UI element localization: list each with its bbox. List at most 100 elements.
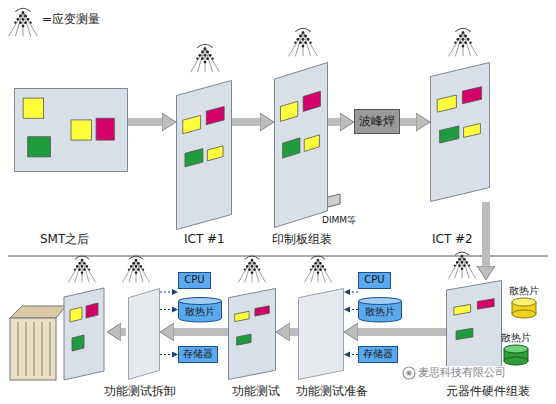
server-rack xyxy=(34,322,35,376)
board-outline xyxy=(299,289,344,380)
heat-sink: 散热片 xyxy=(178,297,222,322)
stage-label: ICT #2 xyxy=(432,232,473,246)
flow-arrow xyxy=(121,332,126,333)
heat-sink-cylinder xyxy=(504,357,528,365)
flow-arrow xyxy=(174,328,228,336)
pcb-board: ICT #1 xyxy=(176,80,232,230)
pcb-board: 功能测试 xyxy=(228,288,276,380)
strain-gauge-icon xyxy=(9,8,478,282)
box-label: 波峰焊 xyxy=(359,114,395,129)
stage-label: 功能测试拆卸 xyxy=(104,384,176,398)
pcb-board-shape xyxy=(274,62,328,228)
strain-gauge-icon xyxy=(238,256,265,282)
test-panel: 功能测试拆卸 xyxy=(128,288,160,380)
part-label: DIMM等 xyxy=(322,215,356,226)
pcb-board-shape xyxy=(14,88,128,172)
watermark: 麦思科技有限公司 xyxy=(418,366,506,379)
pcb-board: 印制板组装 xyxy=(274,62,328,228)
pcb-board: SMT之后 xyxy=(14,88,128,172)
stage-label: 元器件硬件组装 xyxy=(446,384,530,398)
strain-gauge-icon xyxy=(68,256,95,282)
divider-line xyxy=(8,256,548,257)
finished-board xyxy=(64,288,104,380)
legend-text: =应变测量 xyxy=(42,12,100,26)
box-label: CPU xyxy=(364,274,384,287)
heat-sink: 散热片 xyxy=(358,297,402,322)
chip xyxy=(255,306,269,316)
board-outline xyxy=(177,81,232,230)
part-label: 散热片 xyxy=(501,332,531,344)
finished-board xyxy=(70,307,82,322)
watermark-logo xyxy=(403,367,415,379)
part-label: 散热片 xyxy=(509,285,539,297)
box-label: CPU xyxy=(184,274,204,287)
board-outline xyxy=(275,63,328,228)
component-box: CPU xyxy=(358,272,391,289)
server-rack xyxy=(26,322,27,376)
strain-gauge-icon xyxy=(122,256,149,282)
pcb-board-shape xyxy=(430,62,490,202)
board-outline xyxy=(15,89,128,172)
chip xyxy=(462,87,481,104)
component-box: CPU xyxy=(178,272,211,289)
assembly-arrow xyxy=(350,309,358,310)
stage-label: 功能测试 xyxy=(232,384,280,398)
box-label: 散热片 xyxy=(185,306,215,319)
chip xyxy=(304,135,319,152)
chip xyxy=(206,106,224,124)
strain-gauge-icon xyxy=(9,8,38,36)
component-box: 存储器 xyxy=(178,346,218,363)
board-outline xyxy=(129,289,160,380)
finished-board xyxy=(64,288,104,380)
chip xyxy=(280,101,297,121)
flow-arrow xyxy=(328,118,340,126)
flow-arrow xyxy=(358,328,446,336)
pcb-board-shape xyxy=(446,280,502,376)
assembly-arrow xyxy=(160,354,172,355)
chip xyxy=(235,311,249,321)
stage-label: ICT #1 xyxy=(184,232,225,246)
test-panel-shape xyxy=(298,288,344,380)
component-box: 存储器 xyxy=(358,346,398,363)
divider-line xyxy=(8,256,548,257)
heat-sink-cylinder xyxy=(504,298,536,365)
chip xyxy=(28,137,51,157)
flow-arrow xyxy=(121,328,126,336)
pcb-board-shape xyxy=(228,288,276,380)
chip xyxy=(283,138,300,158)
box-label: 存储器 xyxy=(183,348,213,361)
strain-gauge-icon xyxy=(448,252,475,278)
strain-gauge-icon xyxy=(304,256,331,282)
test-panel-shape xyxy=(128,288,160,380)
heat-sink-cylinder xyxy=(504,345,528,353)
pcb-board: 元器件硬件组装 xyxy=(446,280,502,376)
chip xyxy=(237,334,251,345)
board-outline xyxy=(229,289,276,380)
flow-arrow xyxy=(128,118,162,126)
chip xyxy=(477,299,494,310)
chip xyxy=(71,120,92,140)
assembly-arrow xyxy=(160,292,172,293)
chip xyxy=(464,123,481,137)
server-rack xyxy=(10,306,66,380)
box-label: 散热片 xyxy=(365,306,395,319)
assembly-arrow xyxy=(350,292,358,293)
stage-label: 功能测试准备 xyxy=(296,384,368,398)
flow-arrow xyxy=(232,118,260,126)
board-outline xyxy=(431,63,490,202)
chip xyxy=(456,328,473,340)
assembly-arrow xyxy=(350,354,358,355)
server-rack xyxy=(50,322,51,376)
cylinder-top xyxy=(179,298,222,305)
strain-gauge-icon xyxy=(289,28,318,56)
cylinder-top xyxy=(359,298,402,305)
finished-board xyxy=(72,335,84,351)
chip xyxy=(454,304,471,315)
watermark-logo xyxy=(407,371,412,376)
pcb-board-shape xyxy=(176,80,232,230)
stage-label: SMT之后 xyxy=(40,232,89,246)
finished-board xyxy=(86,303,98,318)
flow-arrow xyxy=(482,202,490,266)
stage-label: 印制板组装 xyxy=(272,232,332,246)
server-rack xyxy=(42,322,43,376)
